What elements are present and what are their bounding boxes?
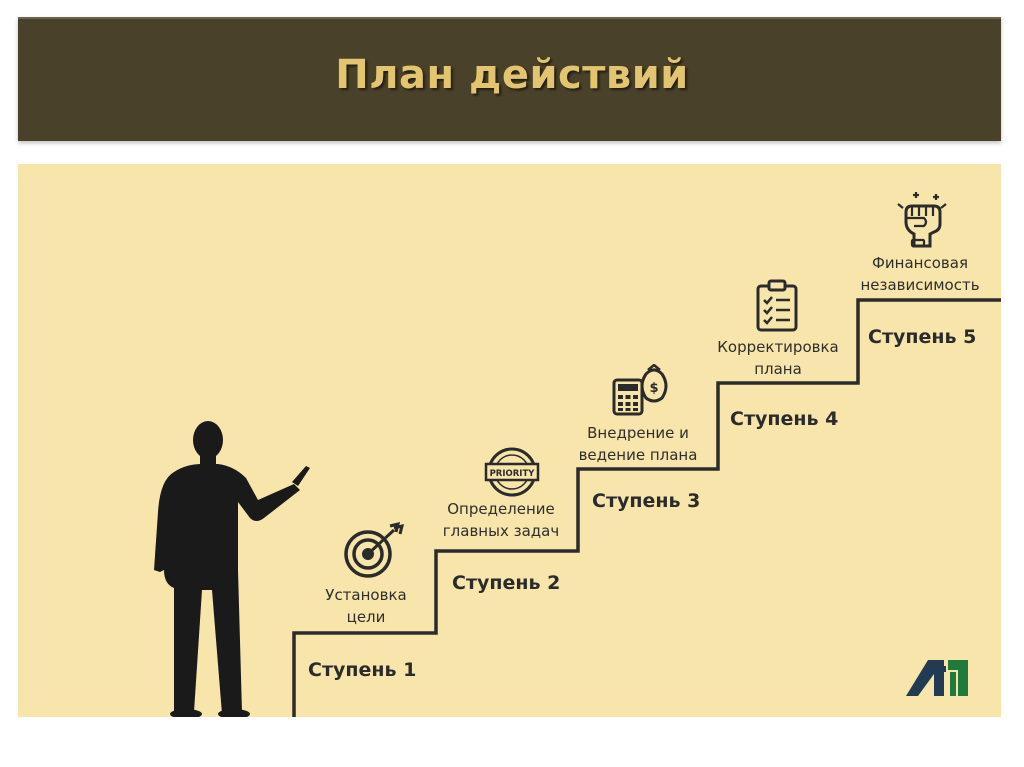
raised-fist-icon bbox=[892, 190, 952, 250]
step-4-caption: Корректировка плана bbox=[698, 336, 858, 380]
step-1-caption: Установка цели bbox=[300, 584, 432, 628]
step-3-caption: Внедрение и ведение плана bbox=[562, 422, 714, 466]
step-4-label: Ступень 4 bbox=[730, 408, 838, 430]
svg-text:$: $ bbox=[649, 381, 658, 396]
step-1-caption-line1: Установка bbox=[300, 584, 432, 606]
priority-stamp-icon: PRIORITY bbox=[482, 446, 542, 498]
target-icon bbox=[340, 520, 406, 580]
step-3-caption-line2: ведение плана bbox=[562, 444, 714, 466]
priority-stamp-text: PRIORITY bbox=[490, 469, 536, 479]
step-5-caption: Финансовая независимость bbox=[840, 252, 1000, 296]
calculator-money-icon: $ bbox=[610, 364, 668, 418]
step-1-label: Ступень 1 bbox=[308, 659, 416, 681]
businessman-silhouette bbox=[146, 420, 316, 717]
step-3-label: Ступень 3 bbox=[592, 490, 700, 512]
step-3-caption-line1: Внедрение и bbox=[562, 422, 714, 444]
slide-title: План действий bbox=[0, 52, 1024, 98]
checklist-icon bbox=[754, 278, 802, 334]
step-4-caption-line1: Корректировка bbox=[698, 336, 858, 358]
step-2-label: Ступень 2 bbox=[452, 572, 560, 594]
step-2-caption: Определение главных задач bbox=[426, 498, 576, 542]
company-logo bbox=[906, 656, 972, 696]
step-2-caption-line1: Определение bbox=[426, 498, 576, 520]
step-5-label: Ступень 5 bbox=[868, 326, 976, 348]
step-5-caption-line2: независимость bbox=[840, 274, 1000, 296]
staircase-panel: Ступень 1 Ступень 2 Ступень 3 Ступень 4 … bbox=[18, 164, 1001, 717]
step-1-caption-line2: цели bbox=[300, 606, 432, 628]
step-2-caption-line2: главных задач bbox=[426, 520, 576, 542]
step-5-caption-line1: Финансовая bbox=[840, 252, 1000, 274]
step-4-caption-line2: плана bbox=[698, 358, 858, 380]
